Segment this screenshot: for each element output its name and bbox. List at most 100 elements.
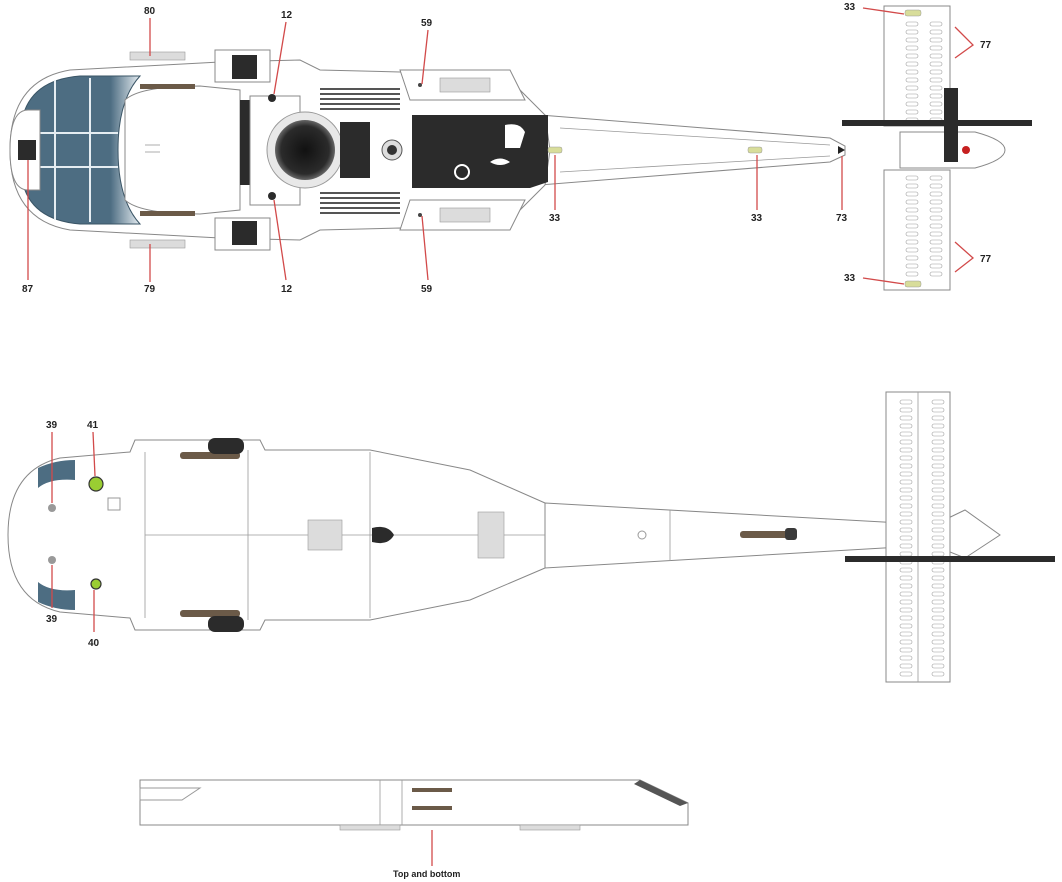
stabilizer-slot	[905, 61, 919, 67]
stabilizer-slot	[931, 503, 945, 509]
stabilizer-slot	[929, 175, 943, 181]
callout-41: 41	[87, 420, 99, 431]
stabilizer-slot	[929, 215, 943, 221]
stabilizer-slot	[931, 399, 945, 405]
stabilizer-slot	[899, 631, 913, 637]
callout-33-boom-1: 33	[549, 213, 561, 224]
stabilizer-slot	[931, 535, 945, 541]
stabilizer-slot	[929, 37, 943, 43]
stabilizer-slot	[905, 255, 919, 261]
stabilizer-slot	[899, 487, 913, 493]
stabilizer-slot	[899, 567, 913, 573]
stabilizer-slot	[929, 199, 943, 205]
stabilizer-slot	[931, 599, 945, 605]
stabilizer-slot	[905, 215, 919, 221]
stabilizer-slot	[929, 191, 943, 197]
stabilizer-slot	[899, 623, 913, 629]
callout-73: 73	[836, 213, 848, 224]
stabilizer-slot	[931, 487, 945, 493]
stabilizer-slot	[929, 223, 943, 229]
stabilizer-slot	[929, 45, 943, 51]
stabilizer-slot	[931, 519, 945, 525]
stabilizer-slot	[905, 29, 919, 35]
stabilizer-slot	[931, 511, 945, 517]
stabilizer-slot	[905, 239, 919, 245]
tail-light-red	[962, 146, 970, 154]
stabilizer-slot	[899, 423, 913, 429]
top-callout-leaders	[27, 7, 975, 285]
stabilizer-detail-view: Top and bottom	[139, 779, 689, 879]
callout-59-top: 59	[421, 18, 433, 29]
stabilizer-slot	[899, 599, 913, 605]
stabilizer-slot	[899, 455, 913, 461]
stabilizer-slot	[929, 85, 943, 91]
tail-rotor-bottom	[845, 556, 1055, 562]
stabilizer-slot	[899, 439, 913, 445]
stabilizer-slot	[905, 183, 919, 189]
stabilizer-slot	[931, 575, 945, 581]
stabilizer-slot	[931, 647, 945, 653]
stabilizer-slot	[929, 231, 943, 237]
stabilizer-slot	[931, 479, 945, 485]
stabilizer-slot	[905, 191, 919, 197]
stabilizer-slot	[931, 527, 945, 533]
stabilizer-slot	[905, 101, 919, 107]
stabilizer-slot	[899, 447, 913, 453]
stabilizer-slot	[931, 631, 945, 637]
stabilizer-slot	[931, 583, 945, 589]
stabilizer-slot	[905, 109, 919, 115]
stabilizer-slot	[931, 439, 945, 445]
stabilizer-slot	[899, 407, 913, 413]
stabilizer-slot	[899, 431, 913, 437]
stabilizer-slot	[931, 671, 945, 677]
stabilizer-slot	[899, 479, 913, 485]
callout-33-tail-top: 33	[844, 2, 856, 13]
stabilizer-slot	[899, 583, 913, 589]
stabilizer-slot	[931, 431, 945, 437]
engine-intake	[275, 120, 335, 180]
stabilizer-slot	[905, 175, 919, 181]
stabilizer-slot	[929, 21, 943, 27]
stabilizer-slot	[931, 591, 945, 597]
stabilizer-slot	[929, 255, 943, 261]
callout-79: 79	[144, 284, 156, 295]
stabilizer-slot	[929, 77, 943, 83]
stabilizer-slot	[905, 93, 919, 99]
callout-80: 80	[144, 6, 156, 17]
stabilizer-slot	[931, 423, 945, 429]
stabilizer-slot	[905, 21, 919, 27]
stabilizer-slot	[931, 655, 945, 661]
stabilizer-slot	[899, 663, 913, 669]
nose-grille	[18, 140, 36, 160]
bottom-callout-labels: 39 41 39 40	[46, 420, 100, 649]
stabilizer-slot	[931, 495, 945, 501]
stabilizer-lower	[883, 169, 951, 291]
stabilizer-slot	[899, 463, 913, 469]
stabilizer-slot	[905, 69, 919, 75]
stabilizer-slot	[905, 247, 919, 253]
stabilizer-slot	[929, 29, 943, 35]
stabilizer-slot	[899, 415, 913, 421]
stabilizer-slot	[899, 519, 913, 525]
stabilizer-slot	[929, 93, 943, 99]
stabilizer-slot	[931, 615, 945, 621]
stabilizer-slot	[931, 471, 945, 477]
top-callout-labels: 80 12 59 33 77 87 79 12 59 33 33 73 33 7…	[22, 2, 992, 295]
callout-77-top: 77	[980, 40, 992, 51]
stabilizer-slot	[905, 223, 919, 229]
stabilizer-slot	[899, 495, 913, 501]
tail-skid-bottom	[740, 531, 795, 538]
callout-77-bottom: 77	[980, 254, 992, 265]
stabilizer-slot	[931, 447, 945, 453]
stabilizer-slot	[931, 567, 945, 573]
stabilizer-slot	[931, 543, 945, 549]
stabilizer-slot	[929, 247, 943, 253]
stabilizer-slot	[929, 69, 943, 75]
bottom-callout-leaders	[51, 431, 96, 632]
stabilizer-slot	[899, 639, 913, 645]
stabilizer-slot	[929, 109, 943, 115]
callout-33-tail-bottom: 33	[844, 273, 856, 284]
stabilizer-slot	[931, 455, 945, 461]
stabilizer-slot	[899, 535, 913, 541]
